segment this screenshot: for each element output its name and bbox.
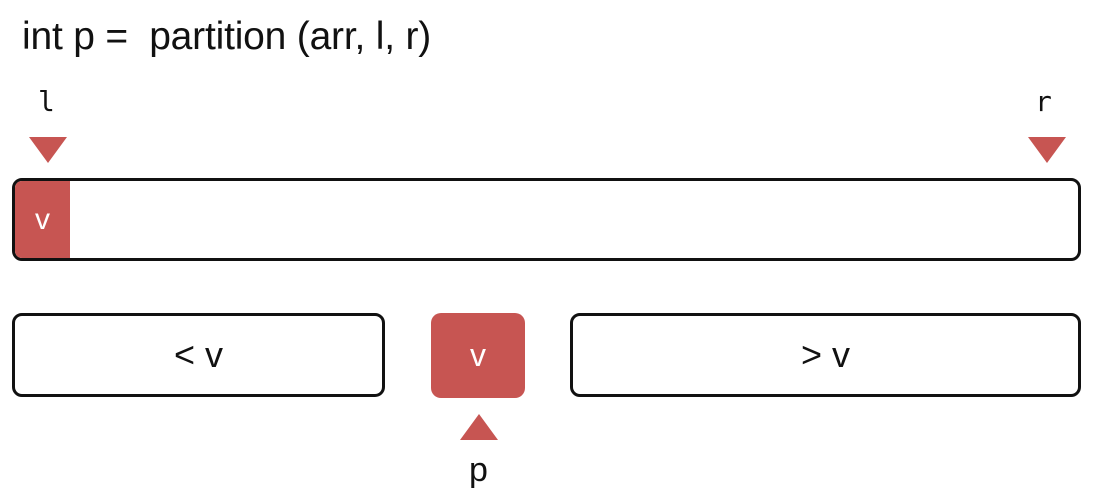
left-pointer-triangle-icon <box>29 137 67 163</box>
right-pointer-triangle-icon <box>1028 137 1066 163</box>
pivot-partition: v <box>431 313 525 398</box>
array-bar: v <box>12 178 1081 261</box>
right-pointer-label: r <box>1035 85 1052 118</box>
left-pointer-label: l <box>38 85 55 118</box>
less-than-partition: < v <box>12 313 385 397</box>
array-pivot-cell: v <box>15 181 70 258</box>
pivot-index-label: p <box>469 451 488 489</box>
pivot-pointer-triangle-icon <box>460 414 498 440</box>
code-title: int p = partition (arr, l, r) <box>22 15 432 58</box>
greater-than-partition: > v <box>570 313 1081 397</box>
